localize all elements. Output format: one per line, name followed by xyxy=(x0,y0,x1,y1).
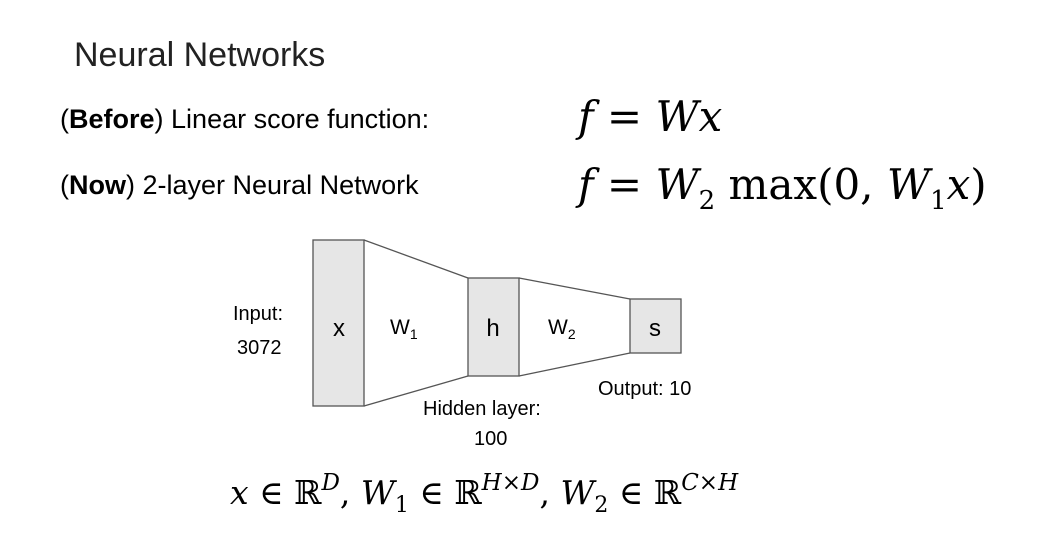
connector-h-s-bottom xyxy=(518,352,631,377)
before-label: (Before) Linear score function: xyxy=(60,104,430,134)
output-layer-box xyxy=(629,298,682,354)
hidden-size-value: 100 xyxy=(474,428,507,450)
two-layer-equation: f = W2 max(0, W1x) xyxy=(578,160,987,216)
s-box-label: s xyxy=(649,315,661,342)
w2-label: W2 xyxy=(548,316,576,342)
x-box-label: x xyxy=(333,315,345,342)
input-size-label: Input: xyxy=(233,303,283,325)
input-layer-box xyxy=(312,239,365,407)
now-label: (Now) 2-layer Neural Network xyxy=(60,170,419,200)
hidden-layer-box xyxy=(467,277,520,377)
input-size-value: 3072 xyxy=(237,337,282,359)
output-size-label: Output: 10 xyxy=(598,378,691,400)
connector-h-s-top xyxy=(518,277,631,300)
linear-score-equation: f = Wx xyxy=(578,92,723,141)
slide-title: Neural Networks xyxy=(74,36,326,74)
dimension-equation: x ∈ ℝD, W1 ∈ ℝH×D, W2 ∈ ℝC×H xyxy=(230,470,739,518)
hidden-size-label: Hidden layer: xyxy=(423,398,541,420)
connector-x-h-top xyxy=(363,239,469,279)
h-box-label: h xyxy=(486,315,499,342)
connector-x-h-bottom xyxy=(363,375,469,407)
w1-label: W1 xyxy=(390,316,418,342)
now-keyword: Now xyxy=(69,170,126,200)
before-keyword: Before xyxy=(69,104,155,134)
